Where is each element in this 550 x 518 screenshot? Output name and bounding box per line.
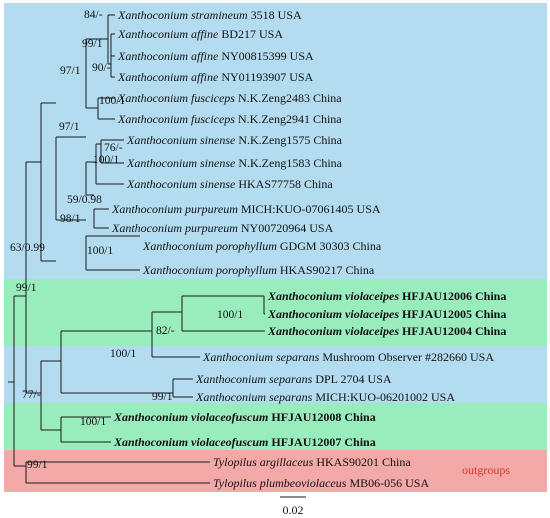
taxon-label: Xanthoconium porophyllum HKAS90217 China (142, 263, 375, 277)
support-value: 76/- (104, 142, 123, 154)
support-value: 59/0.98 (67, 194, 102, 206)
support-value: 84/- (84, 9, 103, 21)
taxon-label: Xanthoconium separans DPL 2704 USA (195, 372, 392, 386)
taxon-label-new-species: Xanthoconium violaceipes HFJAU12004 Chin… (267, 324, 506, 338)
taxon-label-new-species: Xanthoconium violaceipes HFJAU12005 Chin… (267, 307, 506, 321)
taxon-label: Xanthoconium sinense HKAS77758 China (126, 177, 333, 191)
support-value: 99/1 (16, 282, 37, 294)
support-value: 97/1 (59, 121, 80, 133)
taxon-label: Xanthoconium sinense N.K.Zeng1575 China (126, 133, 343, 147)
band-red-outgroups (4, 450, 547, 492)
support-value: 99/1 (27, 459, 48, 471)
support-value: 100/1 (80, 416, 106, 428)
support-values: 84/- 99/1 90/- 97/1 100/1 97/1 76/- 100/… (10, 9, 243, 471)
taxon-label: Xanthoconium affine NY00815399 USA (117, 49, 314, 63)
support-value: 77/- (22, 389, 41, 401)
scale-bar-label: 0.02 (283, 503, 304, 517)
support-value: 90/- (92, 62, 111, 74)
band-green-violaceipes (4, 279, 547, 346)
taxon-label: Xanthoconium stramineum 3518 USA (117, 8, 302, 22)
taxon-label: Xanthoconium affine NY01193907 USA (117, 70, 314, 84)
support-value: 100/1 (87, 245, 113, 257)
taxon-label-new-species: Xanthoconium violaceipes HFJAU12006 Chin… (267, 289, 506, 303)
taxon-label: Tylopilus plumbeoviolaceus MB06-056 USA (213, 476, 429, 490)
support-value: 99/1 (152, 391, 173, 403)
support-value: 100/1 (217, 309, 243, 321)
taxon-label: Xanthoconium separans MICH:KUO-06201002 … (195, 390, 455, 404)
support-value: 98/1 (60, 213, 81, 225)
taxon-label: Tylopilus argillaceus HKAS90201 China (213, 455, 411, 469)
taxon-label: Xanthoconium affine BD217 USA (117, 27, 283, 41)
tree-branches (8, 14, 265, 484)
support-value: 99/1 (82, 38, 103, 50)
taxon-label: Xanthoconium purpureum NY00720964 USA (111, 221, 334, 235)
taxon-label-new-species: Xanthoconium violaceofuscum HFJAU12008 C… (113, 410, 376, 424)
taxon-labels: Xanthoconium stramineum 3518 USA Xanthoc… (111, 8, 506, 490)
support-value: 82/- (156, 325, 175, 337)
taxon-label: Xanthoconium sinense N.K.Zeng1583 China (126, 156, 343, 170)
support-value: 100/1 (93, 154, 119, 166)
taxon-label: Xanthoconium porophyllum GDGM 30303 Chin… (142, 239, 382, 253)
support-value: 100/1 (110, 348, 136, 360)
taxon-label: Xanthoconium fusciceps N.K.Zeng2483 Chin… (117, 91, 342, 105)
support-value: 100/1 (99, 95, 125, 107)
taxon-label: Xanthoconium fusciceps N.K.Zeng2941 Chin… (117, 112, 342, 126)
support-value: 63/0.99 (10, 242, 45, 254)
taxon-label-new-species: Xanthoconium violaceofuscum HFJAU12007 C… (113, 435, 376, 449)
taxon-label: Xanthoconium separans Mushroom Observer … (202, 350, 494, 364)
band-blue-top (4, 3, 547, 279)
outgroups-label: outgroups (462, 463, 510, 477)
support-value: 97/1 (60, 65, 81, 77)
taxon-label: Xanthoconium purpureum MICH:KUO-07061405… (111, 202, 381, 216)
